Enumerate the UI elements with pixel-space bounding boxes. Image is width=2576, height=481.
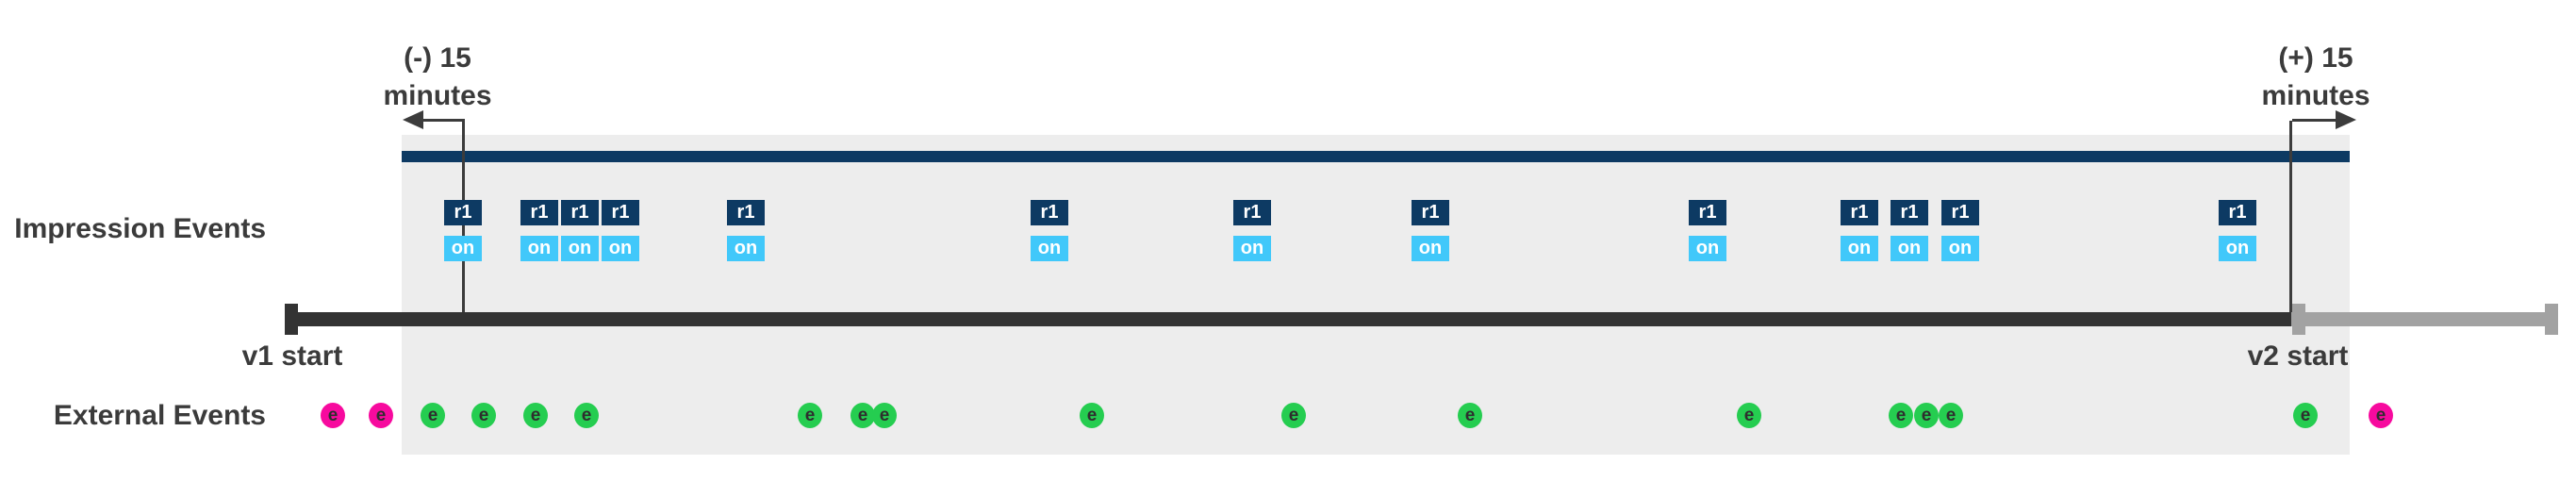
impression-r1-box: r1 — [1233, 200, 1271, 225]
campaign-bar — [402, 151, 2350, 162]
left-arrowhead-icon — [403, 110, 423, 129]
impression-r1-box: r1 — [1891, 200, 1928, 225]
impression-on-box: on — [561, 236, 599, 261]
plus-15-line2: minutes — [2261, 80, 2370, 111]
external-event-marker-green: e — [523, 403, 548, 428]
impression-event: r1 on — [1412, 200, 1449, 261]
left-arrow-line — [421, 119, 465, 122]
impression-r1-box: r1 — [1689, 200, 1726, 225]
external-event-marker-green: e — [1889, 403, 1913, 428]
v2-start-label: v2 start — [2247, 340, 2349, 372]
minus-15-line1: (-) 15 — [404, 42, 471, 74]
external-event-marker-green: e — [1281, 403, 1306, 428]
impression-on-box: on — [2219, 236, 2256, 261]
impression-r1-box: r1 — [1031, 200, 1068, 225]
external-event-marker-green: e — [872, 403, 897, 428]
impression-r1-box: r1 — [444, 200, 482, 225]
external-event-marker-green: e — [1939, 403, 1963, 428]
impression-event: r1 on — [1233, 200, 1271, 261]
impression-r1-box: r1 — [1412, 200, 1449, 225]
impression-event: r1 on — [1841, 200, 1878, 261]
impression-on-box: on — [1233, 236, 1271, 261]
impression-event: r1 on — [444, 200, 482, 261]
impression-on-box: on — [1412, 236, 1449, 261]
external-event-marker-pink: e — [2369, 403, 2393, 428]
impression-event: r1 on — [2219, 200, 2256, 261]
impression-event: r1 on — [1941, 200, 1979, 261]
external-event-marker-green: e — [798, 403, 822, 428]
external-event-marker-pink: e — [321, 403, 345, 428]
external-event-marker-green: e — [850, 403, 875, 428]
right-arrowhead-icon — [2336, 110, 2356, 129]
impression-event: r1 on — [1689, 200, 1726, 261]
external-events-row-label: External Events — [53, 400, 266, 431]
v1-start-label: v1 start — [241, 340, 343, 372]
external-event-marker-green: e — [574, 403, 599, 428]
external-event-marker-green: e — [1080, 403, 1104, 428]
plus-15-marker-line — [2289, 121, 2292, 321]
external-event-marker-green: e — [471, 403, 496, 428]
impression-r1-box: r1 — [727, 200, 765, 225]
impression-r1-box: r1 — [1841, 200, 1878, 225]
minus-15-line2: minutes — [383, 80, 492, 111]
v2-timeline-start-cap — [2292, 304, 2305, 335]
impression-on-box: on — [1689, 236, 1726, 261]
impression-on-box: on — [520, 236, 558, 261]
impression-r1-box: r1 — [561, 200, 599, 225]
external-event-marker-green: e — [1458, 403, 1482, 428]
plus-15-minutes-label: (+) 15 minutes — [2203, 40, 2429, 115]
impression-on-box: on — [1841, 236, 1878, 261]
impression-r1-box: r1 — [520, 200, 558, 225]
external-event-marker-green: e — [2293, 403, 2318, 428]
impression-event: r1 on — [561, 200, 599, 261]
impression-r1-box: r1 — [2219, 200, 2256, 225]
impression-event: r1 on — [1891, 200, 1928, 261]
impression-on-box: on — [444, 236, 482, 261]
impression-event: r1 on — [727, 200, 765, 261]
impression-events-row-label: Impression Events — [14, 213, 266, 244]
impression-on-box: on — [1941, 236, 1979, 261]
impression-on-box: on — [1891, 236, 1928, 261]
external-event-marker-pink: e — [369, 403, 393, 428]
external-event-marker-green: e — [1914, 403, 1939, 428]
external-event-marker-green: e — [421, 403, 445, 428]
plus-15-line1: (+) 15 — [2278, 42, 2353, 74]
impression-event: r1 on — [1031, 200, 1068, 261]
impression-event: r1 on — [602, 200, 639, 261]
minus-15-minutes-label: (-) 15 minutes — [324, 40, 551, 115]
impression-r1-box: r1 — [1941, 200, 1979, 225]
experiment-window-panel — [402, 135, 2350, 455]
impression-r1-box: r1 — [602, 200, 639, 225]
impression-event: r1 on — [520, 200, 558, 261]
external-event-marker-green: e — [1737, 403, 1761, 428]
impression-on-box: on — [602, 236, 639, 261]
right-arrow-line — [2292, 119, 2336, 122]
impression-on-box: on — [727, 236, 765, 261]
v1-timeline-bar — [285, 312, 2291, 326]
v2-timeline-end-cap — [2545, 304, 2558, 335]
v2-timeline-bar — [2291, 312, 2546, 326]
impression-on-box: on — [1031, 236, 1068, 261]
v1-timeline-start-cap — [285, 304, 298, 335]
